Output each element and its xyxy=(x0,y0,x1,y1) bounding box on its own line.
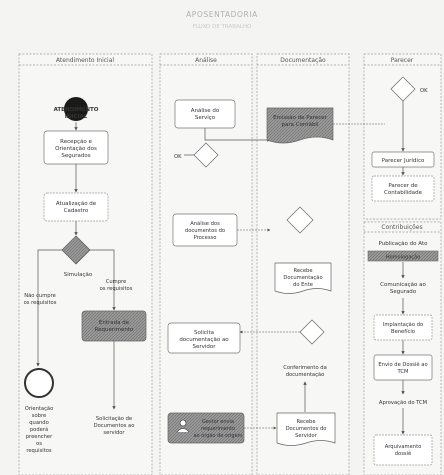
doc-recebe-serv-l1: Recebe xyxy=(296,419,315,425)
orientacao-l2: sobre xyxy=(32,413,46,419)
branch-cumpre-2: os requisitos xyxy=(100,286,133,292)
doc-emissao-l2: para Contábil xyxy=(281,121,318,128)
task-recepcao-l3: Segurados xyxy=(61,153,90,159)
gateway-conferencia xyxy=(299,319,325,345)
start-label-1: ATENDIMENTO xyxy=(54,107,99,113)
lane-title-analise: Análise xyxy=(195,57,217,64)
task-arquivamento-l1: Arquivamento xyxy=(385,444,422,450)
lane-title-documentacao: Documentação xyxy=(280,57,326,64)
task-implantacao xyxy=(373,314,433,341)
doc-recebe-serv-l2: Documentos do xyxy=(286,426,327,432)
publicacao-label: Publicação do Ato xyxy=(379,241,429,247)
gateway-ok-label: OK xyxy=(174,154,182,160)
task-solicita-l3: Servidor xyxy=(192,344,216,350)
start-event xyxy=(64,97,88,121)
task-recepcao-l1: Recepção e xyxy=(60,139,92,145)
task-gestor-l3: ao órgão de origem xyxy=(193,432,242,439)
orientacao-l7: requisitos xyxy=(26,448,52,454)
task-atualizacao-l1: Atualização de xyxy=(56,201,97,207)
branch-nao-cumpre-1: Não cumpre xyxy=(24,293,56,299)
task-analise-docs-l1: Análise dos xyxy=(190,220,220,227)
task-solicita xyxy=(167,322,241,354)
end-event xyxy=(24,368,54,398)
task-atualizacao-l2: Cadastro xyxy=(64,208,89,214)
doc-recebe-servidor xyxy=(276,412,336,446)
task-gestor-l1: Gestor envia xyxy=(202,419,234,425)
doc-recebe-docs xyxy=(274,262,332,294)
lane-title-parecer: Parecer xyxy=(391,57,414,64)
orientacao-l4: poderá xyxy=(30,426,48,433)
task-entrada xyxy=(81,310,147,342)
comunicacao-l2: Segurado xyxy=(390,289,417,295)
comunicacao-l1: Comunicação ao xyxy=(380,282,426,288)
gateway-simulacao xyxy=(61,235,91,265)
task-arquivamento-l2: dossiê xyxy=(395,450,412,457)
lane-title-atendimento: Atendimento Inicial xyxy=(56,57,114,64)
task-analise-docs-l3: Processo xyxy=(194,235,217,241)
doc-emissao-l1: Emissão de Parecer xyxy=(273,115,328,121)
task-solicita-l2: documentação ao xyxy=(179,337,229,343)
lane-atendimento: Atendimento Inicial xyxy=(18,53,153,475)
task-implantacao-l1: Implantação do xyxy=(383,322,423,328)
task-analise-docs-l2: documentos do xyxy=(185,228,225,234)
doc-recebe-docs-l1: Recebe xyxy=(293,268,312,274)
branch-nao-cumpre-2: os requisitos xyxy=(24,300,57,306)
gateway-doc xyxy=(286,206,314,234)
task-parecer-contab-l1: Parecer de xyxy=(388,183,418,189)
aprovacao-label: Aprovação do TCM xyxy=(379,400,427,406)
doc-emissao xyxy=(266,107,334,144)
start-label-2: INICIAL xyxy=(65,114,88,120)
task-parecer-contab xyxy=(371,175,435,202)
task-parecer-contab-l2: Contabilidade xyxy=(384,190,423,196)
diagram-title: APOSENTADORIA xyxy=(186,10,258,19)
gateway-ok-analise xyxy=(193,142,219,168)
task-implantacao-l2: Benefício xyxy=(391,328,415,335)
orientacao-l5: preencher xyxy=(26,434,53,440)
band-homologacao xyxy=(367,250,439,262)
solicitacao-l1: Solicitação de xyxy=(96,416,132,422)
doc-recebe-docs-l3: do Ente xyxy=(293,282,313,288)
gateway-simulacao-label: Simulação xyxy=(64,272,93,278)
task-analise-servico-l2: Serviço xyxy=(195,115,216,121)
gateway-parecer-label: OK xyxy=(420,88,428,94)
task-arquivamento xyxy=(373,434,433,466)
task-analise-servico-l1: Análise do xyxy=(191,107,220,114)
orientacao-l6: os xyxy=(36,441,42,447)
conferimento-l1: Conferimento da xyxy=(283,365,327,371)
task-analise-servico xyxy=(174,99,236,129)
task-entrada-l2: Requerimento xyxy=(95,327,134,333)
solicitacao-l2: Documentos ao xyxy=(94,423,135,429)
diagram-subtitle: FLUXO DE TRABALHO xyxy=(193,24,252,30)
branch-cumpre-1: Cumpre xyxy=(106,279,126,285)
conferimento-l2: documentação xyxy=(286,372,325,378)
task-gestor-l2: requerimento xyxy=(201,426,235,432)
orientacao-l1: Orientação xyxy=(25,406,54,412)
user-icon xyxy=(179,419,187,427)
doc-recebe-docs-l2: Documentação xyxy=(283,275,322,281)
task-recepcao-l2: Orientação dos xyxy=(55,146,97,152)
task-envio-l2: TCM xyxy=(397,369,409,375)
orientacao-l3: quando xyxy=(29,420,49,426)
task-atualizacao xyxy=(43,192,109,222)
task-entrada-l1: Entrada de xyxy=(99,320,130,326)
task-parecer-juridico-label: Parecer Jurídico xyxy=(382,157,425,164)
task-solicita-l1: Solicita xyxy=(194,330,214,336)
task-envio-l1: Envio de Dossiê ao xyxy=(378,361,427,368)
lane-title-contribuicoes: Contribuições xyxy=(381,224,422,231)
doc-recebe-serv-l3: Servidor xyxy=(295,433,318,439)
homologacao-label: Homologação xyxy=(386,255,420,261)
solicitacao-l3: servidor xyxy=(103,430,125,436)
